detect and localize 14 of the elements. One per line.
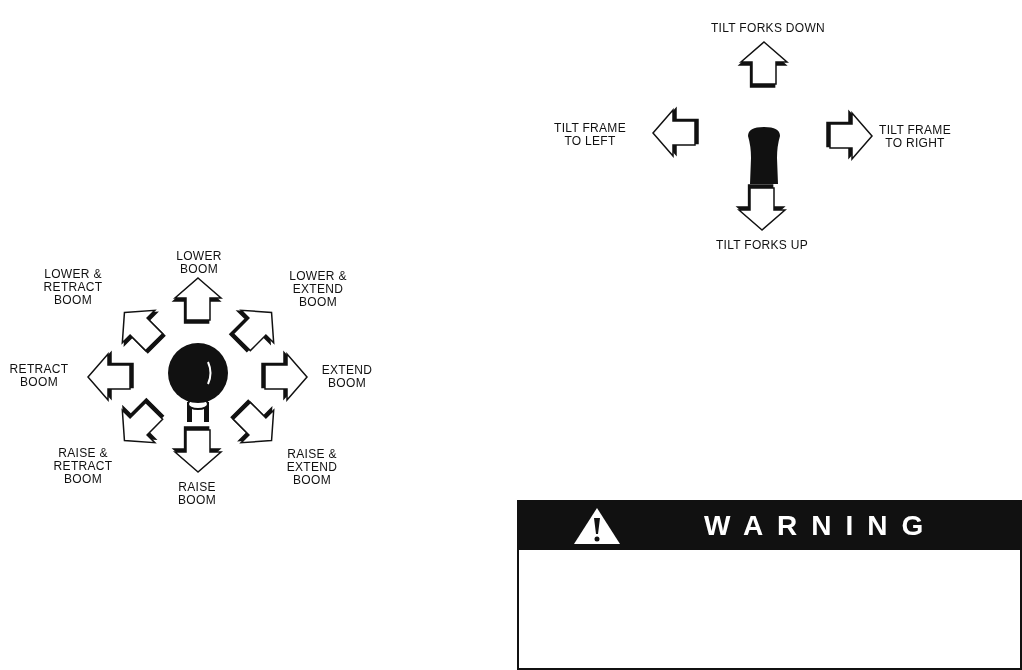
- direction-label: LOWER & EXTEND BOOM: [288, 270, 348, 309]
- warning-box: [517, 500, 1022, 670]
- direction-label: TILT FORKS UP: [714, 239, 810, 252]
- direction-label: RAISE & EXTEND BOOM: [285, 448, 339, 487]
- direction-label: RETRACT BOOM: [9, 363, 69, 389]
- direction-label: RAISE & RETRACT BOOM: [52, 447, 114, 486]
- direction-label: TILT FORKS DOWN: [709, 22, 827, 35]
- direction-label: LOWER BOOM: [175, 250, 223, 276]
- direction-label: RAISE BOOM: [177, 481, 217, 507]
- warning-heading: WARNING: [704, 510, 938, 542]
- direction-label: EXTEND BOOM: [320, 364, 374, 390]
- direction-label: LOWER & RETRACT BOOM: [42, 268, 104, 307]
- direction-label: TILT FRAME TO RIGHT: [878, 124, 952, 150]
- direction-label: TILT FRAME TO LEFT: [553, 122, 627, 148]
